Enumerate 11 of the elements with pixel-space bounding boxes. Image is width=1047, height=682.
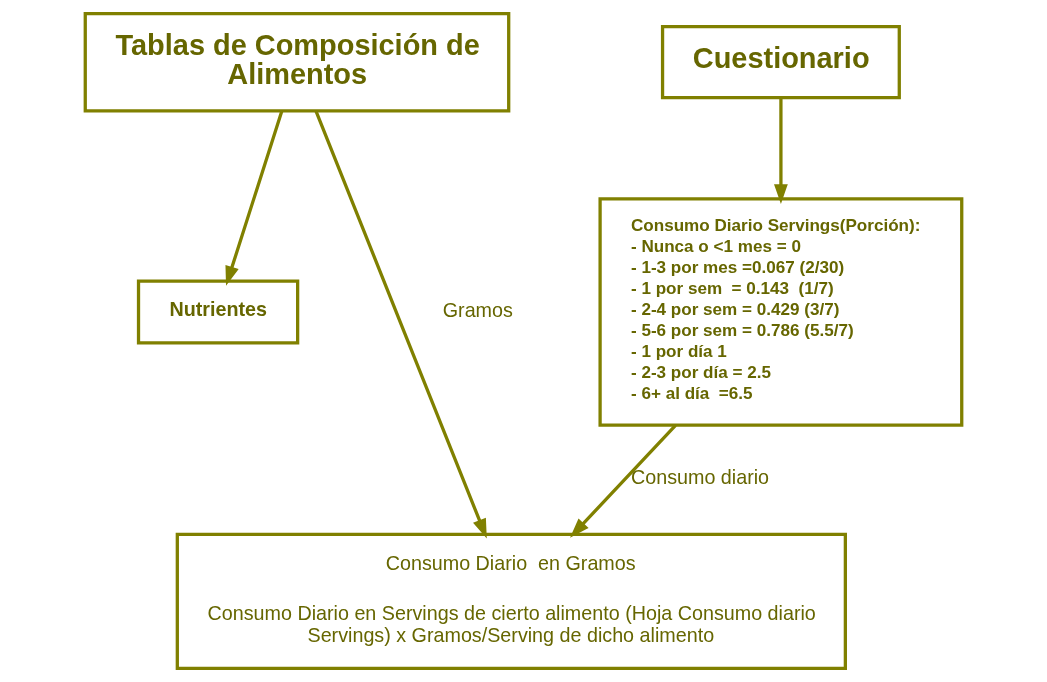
node-box: Consumo Diario Servings(Porción): - Nunca o <1 mes = 0 - 1-3 por mes =0.067 (2/30) - 1 por sem = 0.143 (1/7) - 2-4 por sem = 0.429 (3/7) - 5-6 por sem = 0.786 (5.5/7) - 1 por día 1 - 2-3 por día = 2.5 - 6+ al día =6.5 — [598, 197, 964, 427]
node-box: Consumo Diario en Gramos Consumo Diario en Servings de cierto alimento (Hoja Consumo diario Servings) x Gramos/Serving de dicho alimento — [175, 532, 847, 671]
arrow — [225, 110, 284, 286]
arrow — [774, 97, 788, 204]
node-box: Nutrientes — [136, 279, 300, 345]
arrow — [570, 424, 677, 538]
edge-label: Consumo diario — [630, 466, 770, 489]
node-box: Cuestionario — [660, 25, 901, 100]
edge-label: Gramos — [442, 298, 513, 321]
arrow — [314, 110, 487, 539]
node-box: Tablas de Composición de Alimentos — [83, 11, 511, 113]
